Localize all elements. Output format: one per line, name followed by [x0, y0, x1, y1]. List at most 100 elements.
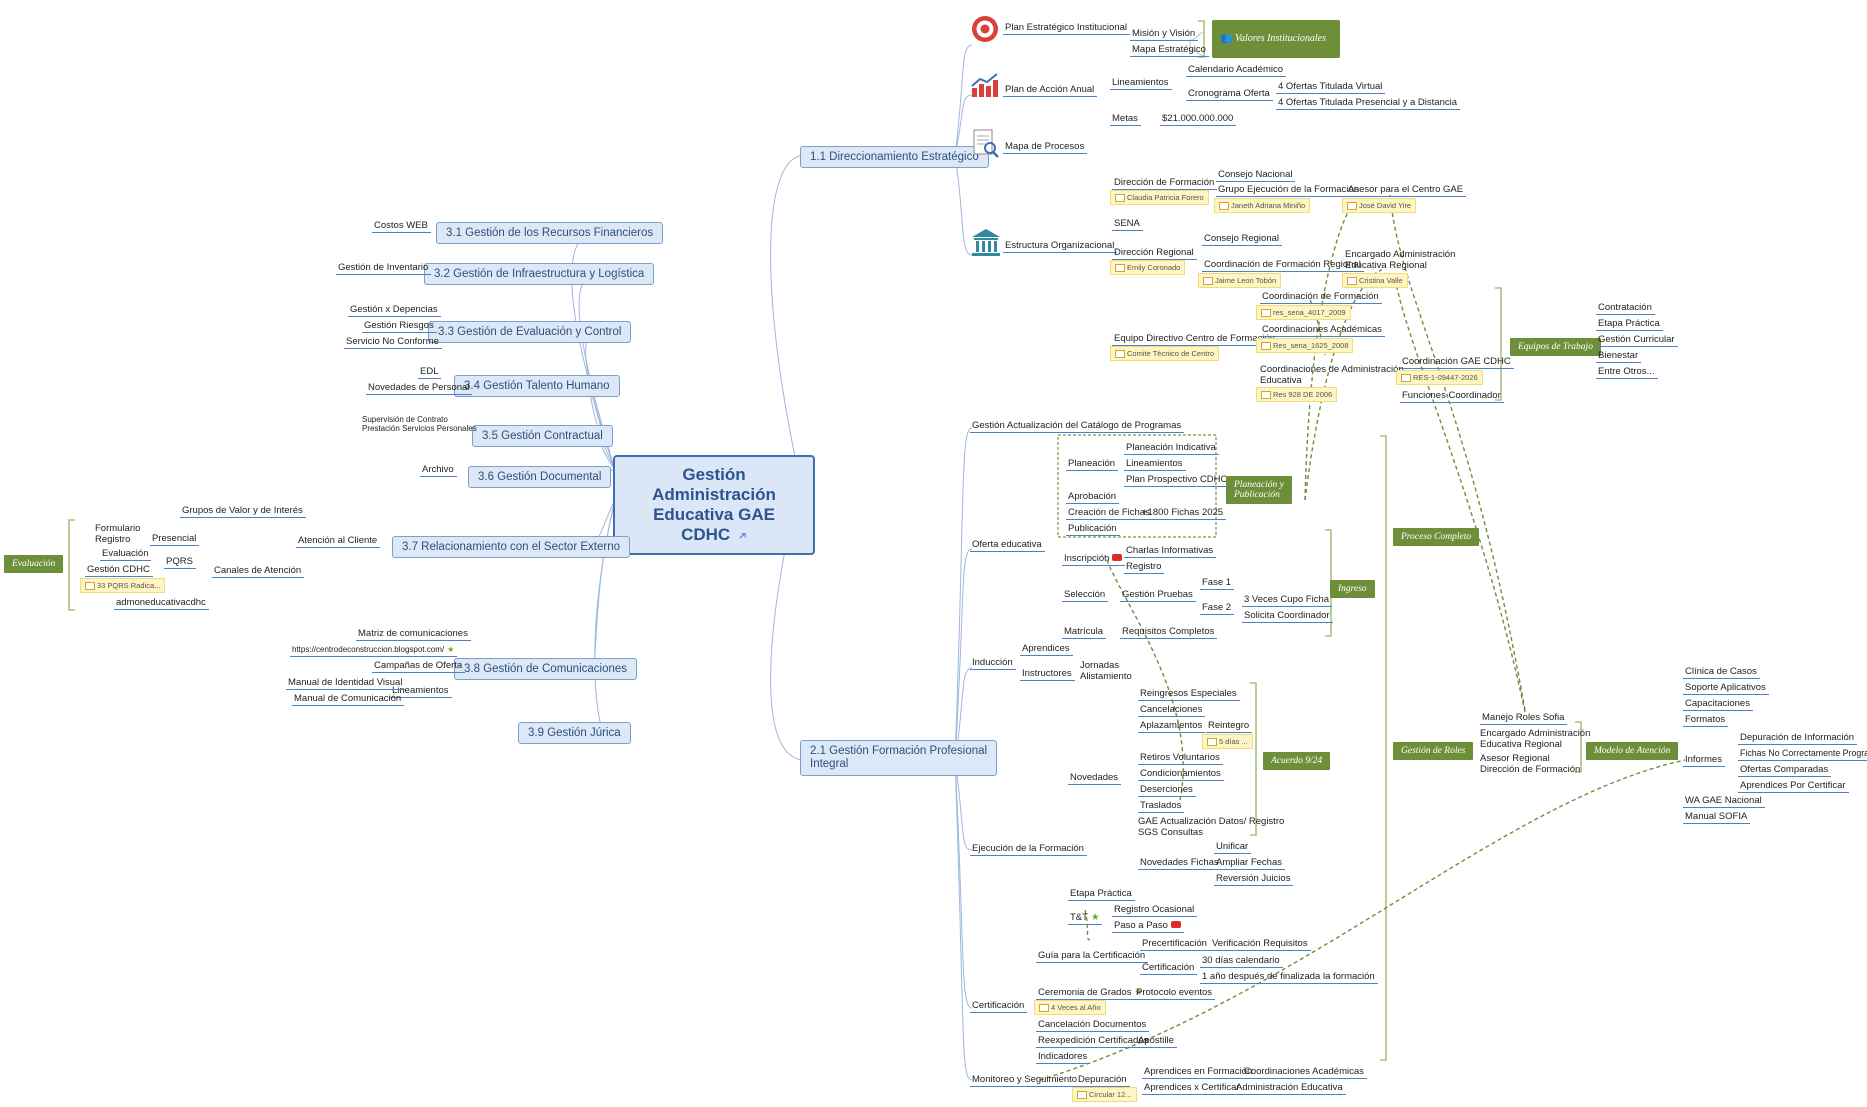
tag-gestion-roles[interactable]: Gestión de Roles [1393, 742, 1474, 760]
node-nov-deserciones[interactable]: Deserciones [1138, 784, 1196, 797]
node-mision-vision[interactable]: Misión y Visión [1130, 28, 1199, 41]
tag-acuerdo[interactable]: Acuerdo 9/24 [1263, 752, 1331, 770]
node-wa-gae[interactable]: WA GAE Nacional [1683, 795, 1765, 808]
node-oferta-presencial[interactable]: 4 Ofertas Titulada Presencial y a Distan… [1276, 97, 1461, 110]
node-fase-1[interactable]: Fase 1 [1200, 577, 1235, 590]
node-coord-formacion[interactable]: Coordinación de Formación [1260, 291, 1382, 304]
branch-juridica[interactable]: 3.9 Gestión Júrica [518, 722, 631, 744]
node-gestion-pruebas[interactable]: Gestión Pruebas [1120, 589, 1196, 602]
node-verificacion[interactable]: Verificación Requisitos [1210, 938, 1311, 951]
node-asesor-regional[interactable]: Asesor Regional Dirección de Formación [1480, 753, 1581, 775]
node-email[interactable]: admoneducativacdhc [114, 597, 209, 610]
node-plan-lineamientos[interactable]: Lineamientos [1124, 458, 1186, 471]
node-gestion-cdhc[interactable]: Gestión CDHC [85, 564, 153, 577]
node-direccion-regional[interactable]: Dirección Regional [1112, 247, 1197, 260]
node-pqrs[interactable]: PQRS [164, 556, 196, 569]
node-coord-gae[interactable]: Coordinación GAE CDHC [1400, 356, 1514, 369]
node-manual-comunicacion[interactable]: Manual de Comunicación [292, 693, 405, 706]
node-1-anio[interactable]: 1 año después de finalizada la formación [1200, 971, 1378, 984]
tag-modelo-atencion[interactable]: Modelo de Atención [1586, 742, 1679, 760]
node-novedades[interactable]: Novedades [1068, 772, 1122, 785]
node-fichas-unificar[interactable]: Unificar [1214, 841, 1252, 854]
node-encargado-regional[interactable]: Encargado Administración Educativa Regio… [1480, 728, 1591, 750]
branch-contractual[interactable]: 3.5 Gestión Contractual [472, 425, 613, 447]
node-nov-gae-actualizacion[interactable]: GAE Actualización Datos/ Registro SGS Co… [1138, 816, 1285, 838]
node-planeacion[interactable]: Planeación [1066, 458, 1119, 471]
branch-infraestructura[interactable]: 3.2 Gestión de Infraestructura y Logísti… [424, 263, 655, 285]
node-metas[interactable]: Metas [1110, 113, 1141, 126]
node-consejo-regional[interactable]: Consejo Regional [1202, 233, 1282, 246]
node-catalogo[interactable]: Gestión Actualización del Catálogo de Pr… [970, 420, 1185, 433]
node-monitoreo[interactable]: Monitoreo y Seguimiento [970, 1074, 1081, 1087]
node-canales-atencion[interactable]: Canales de Atención [212, 565, 305, 578]
node-capacitaciones[interactable]: Capacitaciones [1683, 698, 1753, 711]
node-solicita-coordinador[interactable]: Solicita Coordinador [1242, 610, 1333, 623]
node-jornadas[interactable]: Jornadas Alistamiento [1080, 660, 1132, 682]
node-coord-academicas[interactable]: Coordinaciones Académicas [1260, 324, 1385, 337]
node-supervision-contrato[interactable]: Supervisión de Contrato Prestación Servi… [362, 415, 477, 433]
node-grupos-valor[interactable]: Grupos de Valor y de Interés [180, 505, 306, 518]
node-aprendices-certificar[interactable]: Aprendices x Certificar [1142, 1082, 1243, 1095]
node-registro-ocasional[interactable]: Registro Ocasional [1112, 904, 1198, 917]
tag-equipos-trabajo[interactable]: Equipos de Trabajo [1510, 338, 1601, 356]
node-servicio-no-conforme[interactable]: Servicio No Conforme [344, 336, 442, 349]
node-paso-paso[interactable]: Paso a Paso [1112, 920, 1184, 933]
node-equipo-directivo[interactable]: Equipo Directivo Centro de Formación [1112, 333, 1279, 346]
node-cupo-ficha[interactable]: 3 Veces Cupo Ficha [1242, 594, 1333, 607]
node-aprendices[interactable]: Aprendices [1020, 643, 1073, 656]
node-precertificacion[interactable]: Precertificación [1140, 938, 1210, 951]
node-protocolo[interactable]: Protocolo eventos [1134, 987, 1216, 1000]
node-novedades-personal[interactable]: Novedades de Personal [366, 382, 473, 395]
node-ceremonia[interactable]: Ceremonia de Grados★ [1036, 987, 1146, 1000]
node-manual-sofia[interactable]: Manual SOFIA [1683, 811, 1751, 824]
node-nov-cancelaciones[interactable]: Cancelaciones [1138, 704, 1206, 717]
node-admin-educativa[interactable]: Administración Educativa [1234, 1082, 1346, 1095]
node-tyt[interactable]: T&T★ [1068, 912, 1103, 925]
node-atencion-cliente[interactable]: Atención al Cliente [296, 535, 381, 548]
node-certificacion[interactable]: Certificación [970, 1000, 1028, 1013]
node-seleccion[interactable]: Selección [1062, 589, 1109, 602]
branch-sector-externo[interactable]: 3.7 Relacionamiento con el Sector Extern… [392, 536, 630, 558]
node-coord-regional[interactable]: Coordinación de Formación Regional [1202, 259, 1364, 272]
node-grupo-ejecucion[interactable]: Grupo Ejecución de la Formación [1216, 184, 1362, 197]
node-informe-fichas[interactable]: Fichas No Correctamente Programadas [1738, 748, 1867, 761]
node-registro[interactable]: Registro [1124, 561, 1165, 574]
node-etapa-practica[interactable]: Etapa Práctica [1068, 888, 1135, 901]
node-edl[interactable]: EDL [418, 366, 442, 379]
node-lineamientos[interactable]: Lineamientos [1110, 77, 1172, 90]
node-instructores[interactable]: Instructores [1020, 668, 1075, 681]
node-30-dias[interactable]: 30 días calendario [1200, 955, 1283, 968]
node-clinica-casos[interactable]: Clínica de Casos [1683, 666, 1760, 679]
node-inscripcion[interactable]: Inscripción [1062, 553, 1126, 566]
node-nov-aplazamientos[interactable]: Aplazamientos [1138, 720, 1206, 733]
branch-comunicaciones[interactable]: 3.8 Gestión de Comunicaciones [454, 658, 638, 680]
node-gestion-dependencias[interactable]: Gestión x Depencias [348, 304, 441, 317]
branch-documental[interactable]: 3.6 Gestión Documental [468, 466, 612, 488]
node-funciones[interactable]: Funciones Coordinador [1400, 390, 1504, 403]
node-equipo-bienestar[interactable]: Bienestar [1596, 350, 1642, 363]
node-estructura[interactable]: Estructura Organizacional [1003, 240, 1118, 253]
node-cronograma[interactable]: Cronograma Oferta [1186, 88, 1273, 101]
tag-proceso-completo[interactable]: Proceso Completo [1393, 528, 1480, 546]
tag-valores-institucionales[interactable]: 👥 Valores Institucionales [1212, 20, 1340, 58]
branch-talento-humano[interactable]: 3.4 Gestión Talento Humano [454, 375, 620, 397]
node-apostille[interactable]: Apostille [1136, 1035, 1177, 1048]
node-depuracion[interactable]: Depuración [1076, 1074, 1130, 1087]
node-informe-ofertas[interactable]: Ofertas Comparadas [1738, 764, 1832, 777]
node-requisitos[interactable]: Requisitos Completos [1120, 626, 1218, 639]
node-informes[interactable]: Informes [1683, 754, 1725, 767]
node-sena[interactable]: SENA [1112, 218, 1143, 231]
node-equipo-contratacion[interactable]: Contratación [1596, 302, 1655, 315]
node-plan-estrategico[interactable]: Plan Estratégico Institucional [1003, 22, 1130, 35]
node-manual-identidad[interactable]: Manual de Identidad Visual [286, 677, 406, 690]
node-fichas-reversion[interactable]: Reversión Juicios [1214, 873, 1294, 886]
node-aprobacion[interactable]: Aprobación [1066, 491, 1120, 504]
node-lineamientos-com[interactable]: Lineamientos [390, 685, 452, 698]
node-equipo-etapa[interactable]: Etapa Práctica [1596, 318, 1663, 331]
node-cert[interactable]: Certificación [1140, 962, 1198, 975]
node-soporte-aplicativos[interactable]: Soporte Aplicativos [1683, 682, 1769, 695]
node-asesor-gae[interactable]: Asesor para el Centro GAE [1346, 184, 1467, 197]
node-charlas[interactable]: Charlas Informativas [1124, 545, 1217, 558]
node-informe-aprendices[interactable]: Aprendices Por Certificar [1738, 780, 1849, 793]
node-aprendices-formacion[interactable]: Aprendices en Formación [1142, 1066, 1256, 1079]
